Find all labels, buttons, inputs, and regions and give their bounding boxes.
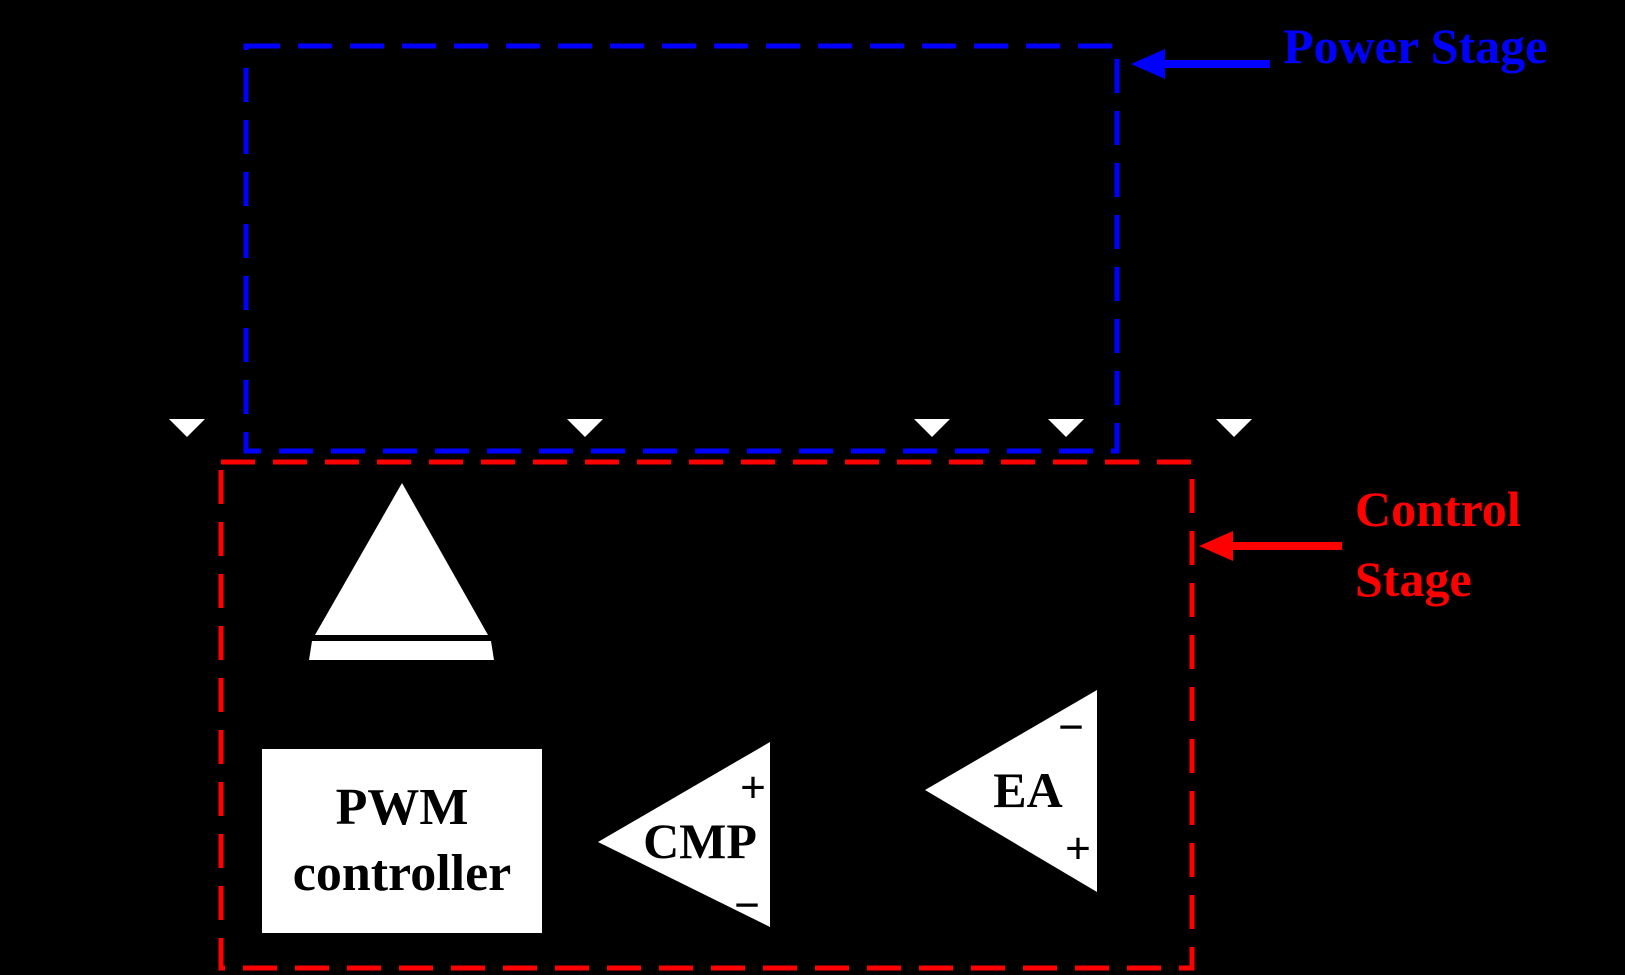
control-stage-label-line1: Control xyxy=(1355,481,1521,537)
gate-driver-base-icon xyxy=(309,641,494,660)
ground-icon xyxy=(914,419,950,437)
power-stage-arrow-icon xyxy=(1131,49,1270,79)
comparator-label: CMP xyxy=(643,813,757,869)
control-stage-label-line2: Stage xyxy=(1355,551,1472,607)
pwm-controller-block: PWM controller xyxy=(262,749,542,933)
power-stage-dashed-box xyxy=(243,43,1120,454)
error-amplifier-plus-sign: + xyxy=(1064,822,1092,874)
control-stage-arrow-icon xyxy=(1199,531,1342,561)
power-stage-label: Power Stage xyxy=(1283,18,1548,74)
control-stage-label: Control Stage xyxy=(1355,474,1521,614)
comparator-triangle-icon xyxy=(598,742,770,927)
ground-icon xyxy=(169,419,205,437)
ground-icon xyxy=(1048,419,1084,437)
ground-icon xyxy=(567,419,603,437)
error-amplifier-label: EA xyxy=(993,762,1063,818)
gate-driver-icon xyxy=(315,483,488,635)
error-amplifier-minus-sign: − xyxy=(1057,701,1085,753)
comparator-plus-sign: + xyxy=(739,761,767,813)
error-amplifier-triangle-icon xyxy=(925,690,1097,892)
ground-icon xyxy=(1216,419,1252,437)
comparator-minus-sign: − xyxy=(733,879,761,931)
control-stage-dashed-box xyxy=(218,459,1195,971)
pwm-controller-label-line2: controller xyxy=(292,845,512,902)
pwm-controller-label-line1: PWM xyxy=(335,779,469,836)
